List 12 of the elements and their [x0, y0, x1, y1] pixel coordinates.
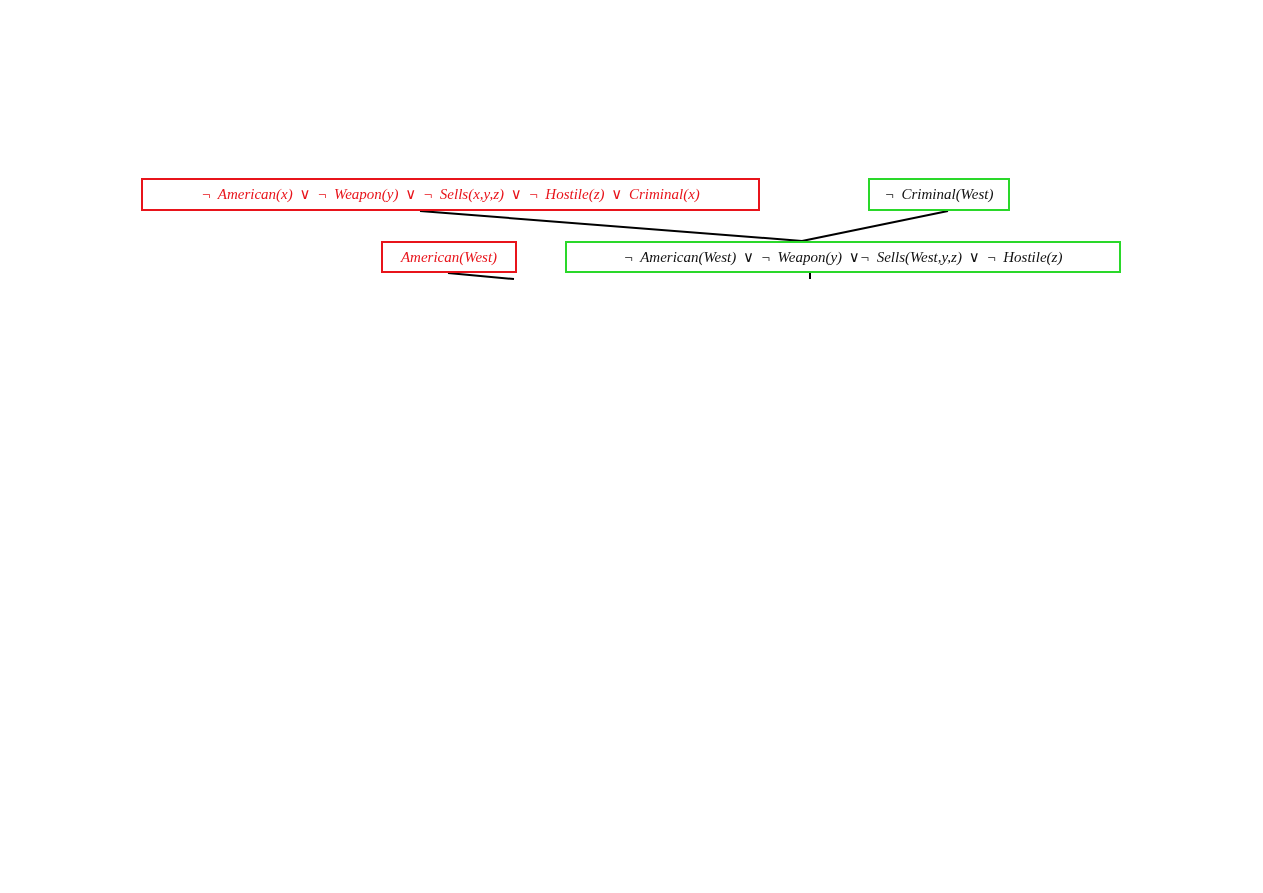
clause-text: ¬ American(x) ∨ ¬ Weapon(y) ∨ ¬ Sells(x,y,z) ∨ ¬ Hostile(z) ∨ Criminal(x) — [201, 186, 700, 203]
resolution-line — [419, 210, 803, 242]
clause-box — [565, 241, 1121, 273]
clause-text: ¬ Criminal(West) — [884, 186, 994, 203]
clause-text: ¬ American(West) ∨ ¬ Weapon(y) ∨¬ Sells(West,y,z) ∨ ¬ Hostile(z) — [623, 248, 1063, 266]
clause-text: American(West) — [400, 248, 498, 266]
clause-box — [141, 178, 760, 211]
clause-box — [381, 241, 517, 273]
resolution-line — [447, 272, 515, 280]
clause-box — [868, 178, 1010, 211]
resolution-line — [809, 272, 811, 280]
resolution-line — [801, 210, 949, 242]
